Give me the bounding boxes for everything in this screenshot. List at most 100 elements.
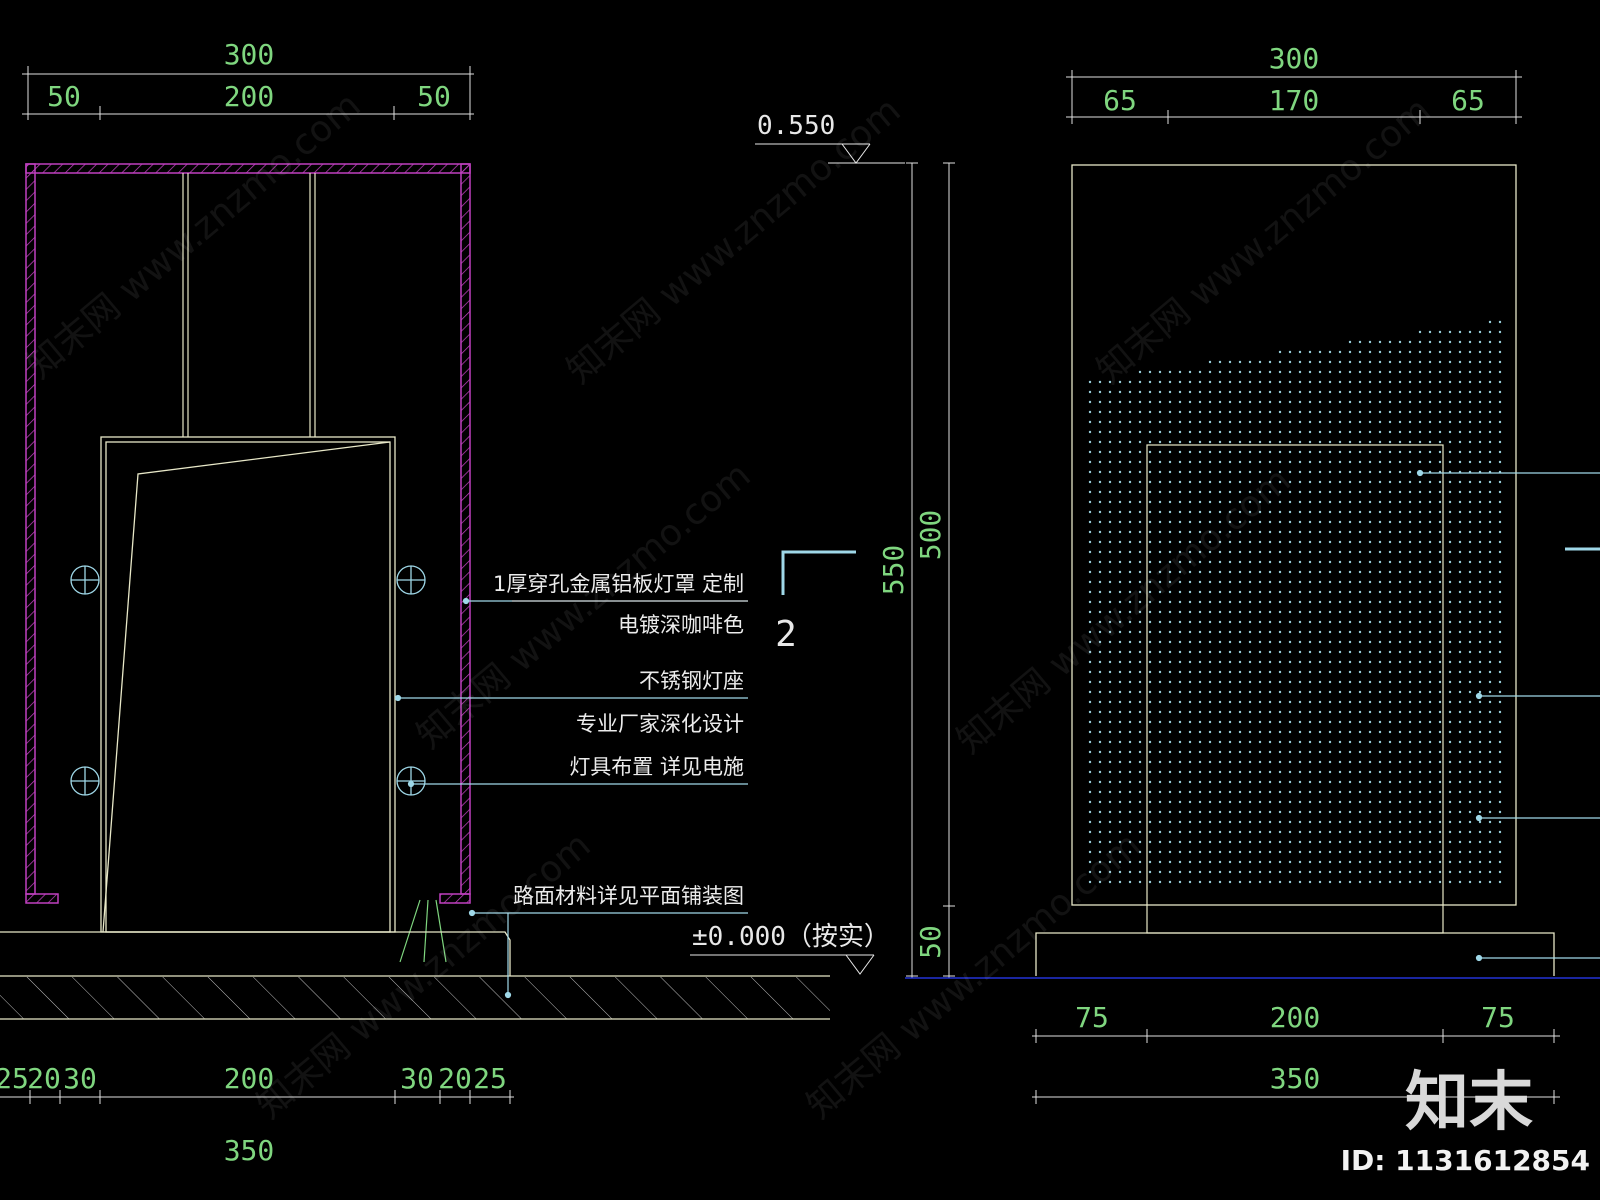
perforation-dot	[1098, 420, 1102, 424]
perforation-dot	[1338, 590, 1342, 594]
perforation-dot	[1338, 460, 1342, 464]
perforation-dot	[1238, 460, 1242, 464]
perforation-dot	[1348, 380, 1352, 384]
perforation-dot	[1178, 450, 1182, 454]
perforation-dot	[1108, 580, 1112, 584]
perforation-dot	[1468, 450, 1472, 454]
perforation-dot	[1208, 580, 1212, 584]
perforation-dot	[1438, 730, 1442, 734]
perforation-dot	[1358, 590, 1362, 594]
perforation-dot	[1288, 350, 1292, 354]
perforation-dot	[1258, 880, 1262, 884]
perforation-dot	[1488, 600, 1492, 604]
perforation-dot	[1498, 710, 1502, 714]
perforation-dot	[1298, 380, 1302, 384]
perforation-dot	[1418, 410, 1422, 414]
perforation-dot	[1198, 660, 1202, 664]
perforation-dot	[1238, 620, 1242, 624]
perforation-dot	[1378, 710, 1382, 714]
perforation-dot	[1278, 600, 1282, 604]
perforation-dot	[1188, 460, 1192, 464]
perforation-dot	[1478, 650, 1482, 654]
perforation-dot	[1238, 630, 1242, 634]
perforation-dot	[1368, 360, 1372, 364]
perforation-dot	[1178, 590, 1182, 594]
perforation-dot	[1258, 770, 1262, 774]
perforation-dot	[1258, 570, 1262, 574]
perforation-dot	[1468, 480, 1472, 484]
perforation-dot	[1108, 800, 1112, 804]
perforation-dot	[1168, 790, 1172, 794]
perforation-dot	[1498, 510, 1502, 514]
perforation-dot	[1288, 740, 1292, 744]
perforation-dot	[1318, 580, 1322, 584]
perforation-dot	[1468, 690, 1472, 694]
perforation-dot	[1108, 530, 1112, 534]
perforation-dot	[1098, 740, 1102, 744]
perforation-dot	[1418, 510, 1422, 514]
perforation-dot	[1088, 850, 1092, 854]
note-lighting-layout: 灯具布置 详见电施	[569, 755, 744, 779]
perforation-dot	[1448, 610, 1452, 614]
perforation-dot	[1378, 590, 1382, 594]
perforation-dot	[1378, 470, 1382, 474]
perforation-dot	[1478, 370, 1482, 374]
perforation-dot	[1198, 590, 1202, 594]
perforation-dot	[1428, 820, 1432, 824]
perforation-dot	[1288, 630, 1292, 634]
perforation-dot	[1318, 740, 1322, 744]
perforation-dot	[1388, 670, 1392, 674]
perforation-dot	[1088, 630, 1092, 634]
perforation-dot	[1188, 820, 1192, 824]
perforation-dot	[1088, 520, 1092, 524]
perforation-dot	[1418, 490, 1422, 494]
perforation-dot	[1398, 610, 1402, 614]
perforation-dot	[1338, 360, 1342, 364]
perforation-dot	[1418, 860, 1422, 864]
perforation-dot	[1488, 840, 1492, 844]
perforation-dot	[1368, 870, 1372, 874]
perforation-dot	[1148, 460, 1152, 464]
perforation-dot	[1428, 870, 1432, 874]
perforation-dot	[1478, 660, 1482, 664]
perforation-dot	[1438, 680, 1442, 684]
perforation-dot	[1378, 820, 1382, 824]
perforation-dot	[1198, 450, 1202, 454]
perforation-dot	[1338, 500, 1342, 504]
perforation-dot	[1328, 430, 1332, 434]
perforation-dot	[1208, 570, 1212, 574]
perforation-dot	[1218, 870, 1222, 874]
perforation-dot	[1278, 870, 1282, 874]
perforation-dot	[1308, 540, 1312, 544]
perforation-dot	[1458, 760, 1462, 764]
perforation-dot	[1478, 880, 1482, 884]
perforation-dot	[1248, 400, 1252, 404]
perforation-dot	[1148, 650, 1152, 654]
perforation-dot	[1388, 820, 1392, 824]
perforation-dot	[1358, 530, 1362, 534]
perforation-dot	[1168, 720, 1172, 724]
perforation-dot	[1098, 640, 1102, 644]
perforation-dot	[1378, 660, 1382, 664]
perforation-dot	[1388, 380, 1392, 384]
perforation-dot	[1248, 530, 1252, 534]
watermark-text: 知末网 www.znzmo.com	[19, 85, 368, 387]
perforation-dot	[1298, 880, 1302, 884]
perforation-dot	[1408, 680, 1412, 684]
perforation-dot	[1268, 540, 1272, 544]
perforation-dot	[1308, 830, 1312, 834]
perforation-dot	[1348, 650, 1352, 654]
perforation-dot	[1288, 870, 1292, 874]
perforation-dot	[1258, 550, 1262, 554]
perforation-dot	[1228, 700, 1232, 704]
perforation-dot	[1498, 850, 1502, 854]
perforation-dot	[1218, 830, 1222, 834]
perforation-dot	[1088, 760, 1092, 764]
perforation-dot	[1308, 650, 1312, 654]
perforation-dot	[1398, 880, 1402, 884]
perforation-dot	[1338, 880, 1342, 884]
perforation-dot	[1438, 720, 1442, 724]
perforation-dot	[1448, 330, 1452, 334]
perforation-dot	[1198, 850, 1202, 854]
perforation-dot	[1218, 500, 1222, 504]
